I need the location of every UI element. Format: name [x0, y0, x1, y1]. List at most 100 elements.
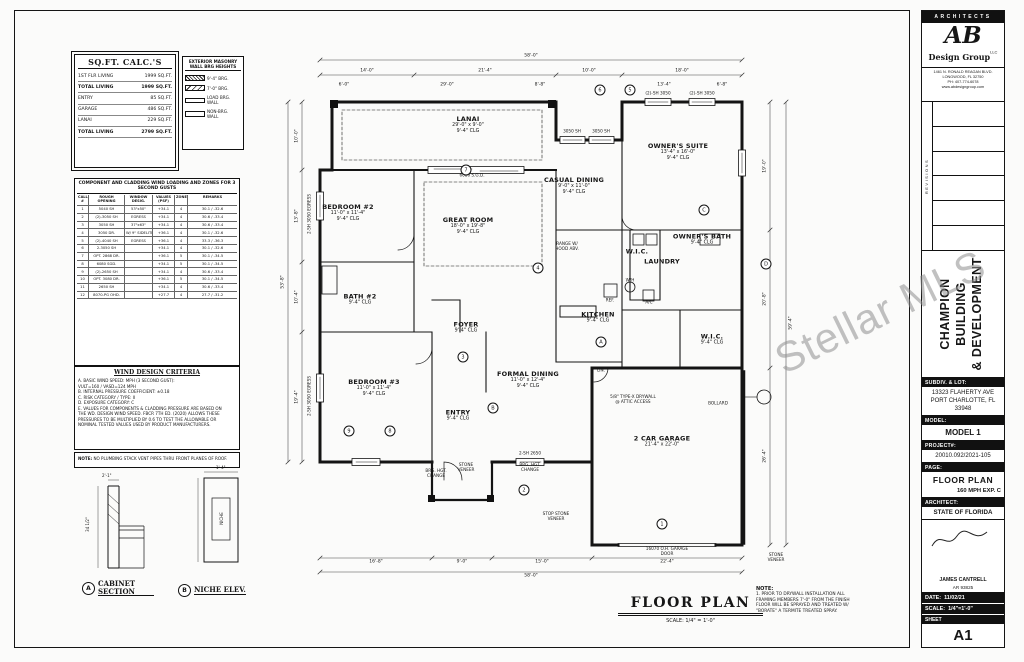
cabinet-section-text: CABINET SECTION: [98, 580, 154, 597]
revision-row: [933, 152, 1004, 177]
wall-symbol: [185, 97, 205, 103]
signature-area: JAMES CANTRELL AR 93825: [922, 520, 1004, 593]
roof-note-body: NO PLUMBING STACK VENT PIPES THRU FRONT …: [93, 455, 228, 461]
address-line: LONGWOOD, FL 32750: [942, 74, 984, 79]
model-value: MODEL 1: [945, 428, 981, 438]
signer-name: JAMES CANTRELL: [939, 577, 987, 583]
sqft-title: SQ.FT. CALC.'S: [78, 57, 172, 69]
wall-legend: EXTERIOR MASONRY WALL BRG HEIGHTS 9'-4" …: [182, 56, 244, 150]
sheet-label: SHEET: [922, 615, 1004, 624]
drywall-note: NOTE: 1. PRIOR TO DRYWALL INSTALLATION A…: [756, 586, 858, 614]
date-row: DATE: 11/02/21: [922, 593, 1004, 604]
subdiv-section: SUBDIV. & LOT: 13323 FLAHERTY AVE PORT C…: [922, 378, 1004, 417]
revisions-side-label: REVISIONS: [922, 102, 933, 250]
sheet-number: A1: [953, 627, 973, 644]
subdiv-value: 13323 FLAHERTY AVE PORT CHARLOTTE, FL 33…: [930, 390, 996, 413]
scale-value: 1/4"=1'-0": [948, 606, 973, 612]
address-line: www.abdesigngroup.com: [941, 84, 985, 89]
niche-dim-top: 1'-4": [216, 465, 226, 470]
revision-row: [933, 176, 1004, 202]
company-name: CHAMPION BUILDING & DEVELOPMENT: [922, 251, 1004, 378]
wind-rating: 160 MPH EXP. C: [956, 488, 1001, 495]
cabinet-section-detail: 2'-1" 34 1/2": [78, 473, 158, 576]
logo-suffix: LLC: [990, 49, 998, 55]
revision-row: [933, 201, 1004, 227]
architect-label: ARCHITECT:: [922, 498, 1004, 508]
logo-monogram: AB: [944, 22, 982, 49]
page-label: PAGE:: [922, 463, 1004, 473]
wall-legend-title: EXTERIOR MASONRY WALL BRG HEIGHTS: [185, 59, 241, 72]
revision-row: [933, 127, 1004, 152]
title-block: ARCHITECTS AB Design GroupLLC 1461 N. RO…: [921, 10, 1005, 648]
floor-plan-scale: SCALE: 1/4" = 1'-0": [666, 618, 715, 624]
drywall-note-heading: NOTE:: [756, 586, 774, 592]
detail-bubble-b: B: [178, 584, 191, 597]
niche-elev-text: NICHE ELEV.: [194, 585, 246, 595]
signer-license: AR 93825: [952, 585, 974, 590]
detail-bubble-a: A: [82, 581, 95, 595]
scale-row: SCALE: 1/4"=1'-0": [922, 604, 1004, 615]
drywall-note-body: 1. PRIOR TO DRYWALL INSTALLATION ALL FRA…: [756, 592, 850, 614]
revisions-table: REVISIONS: [922, 102, 1004, 251]
model-section: MODEL: MODEL 1: [922, 416, 1004, 442]
floor-plan-title-text: FLOOR PLAN: [618, 595, 763, 616]
page-section: PAGE: FLOOR PLAN 160 MPH EXP. C: [922, 463, 1004, 499]
page-value: FLOOR PLAN: [932, 475, 994, 486]
wall-symbol: [185, 75, 205, 82]
wind-criteria-title: WIND DESIGN CRITERIA: [114, 369, 200, 376]
scale-label: SCALE:: [925, 606, 946, 612]
floor-plan-title: FLOOR PLAN SCALE: 1/4" = 1'-0": [618, 595, 763, 624]
architect-value: STATE OF FLORIDA: [933, 509, 993, 517]
wall-symbol: [185, 111, 205, 118]
roof-note: NOTE: NO PLUMBING STACK VENT PIPES THRU …: [74, 452, 240, 468]
revision-rows: [933, 102, 1004, 250]
drawing-frame: [14, 10, 910, 648]
niche-inner-label: NICHE: [218, 512, 224, 525]
logo-name: Design Group: [928, 51, 991, 62]
cabinet-dim-top: 2'-1": [102, 473, 112, 478]
schedule-title: COMPONENT AND CLADDING WIND LOADING AND …: [77, 181, 237, 194]
legend-item: NON-BRG. WALL: [185, 109, 241, 119]
project-label: PROJECT#:: [922, 441, 1004, 451]
address-line: PH: 407-774-6078: [947, 79, 979, 84]
wind-criteria-lines: A. BASIC WIND SPEED: MPH (3 SECOND GUST)…: [78, 378, 222, 428]
wind-criteria: WIND DESIGN CRITERIA A. BASIC WIND SPEED…: [74, 366, 240, 450]
date-label: DATE:: [925, 595, 942, 601]
cabinet-drawing: [97, 479, 145, 569]
model-label: MODEL:: [922, 416, 1004, 426]
legend-item: 7'-0" BRG.: [185, 85, 241, 92]
legend-item: 9'-4" BRG.: [185, 75, 241, 82]
cabinet-section-label: A CABINET SECTION: [82, 580, 154, 597]
firm-address: 1461 N. RONALD REAGAN BLVD. LONGWOOD, FL…: [922, 66, 1004, 90]
cabinet-dim-side: 34 1/2": [84, 517, 90, 532]
subdiv-label: SUBDIV. & LOT:: [922, 378, 1004, 387]
firm-logo: AB Design GroupLLC 1461 N. RONALD REAGAN…: [922, 23, 1004, 102]
project-section: PROJECT#: 20010.092/2021-105: [922, 441, 1004, 464]
signature-squiggle: [931, 531, 988, 547]
architects-bar: ARCHITECTS: [922, 11, 1004, 23]
niche-elevation-detail: 1'-4" NICHE: [194, 465, 250, 574]
